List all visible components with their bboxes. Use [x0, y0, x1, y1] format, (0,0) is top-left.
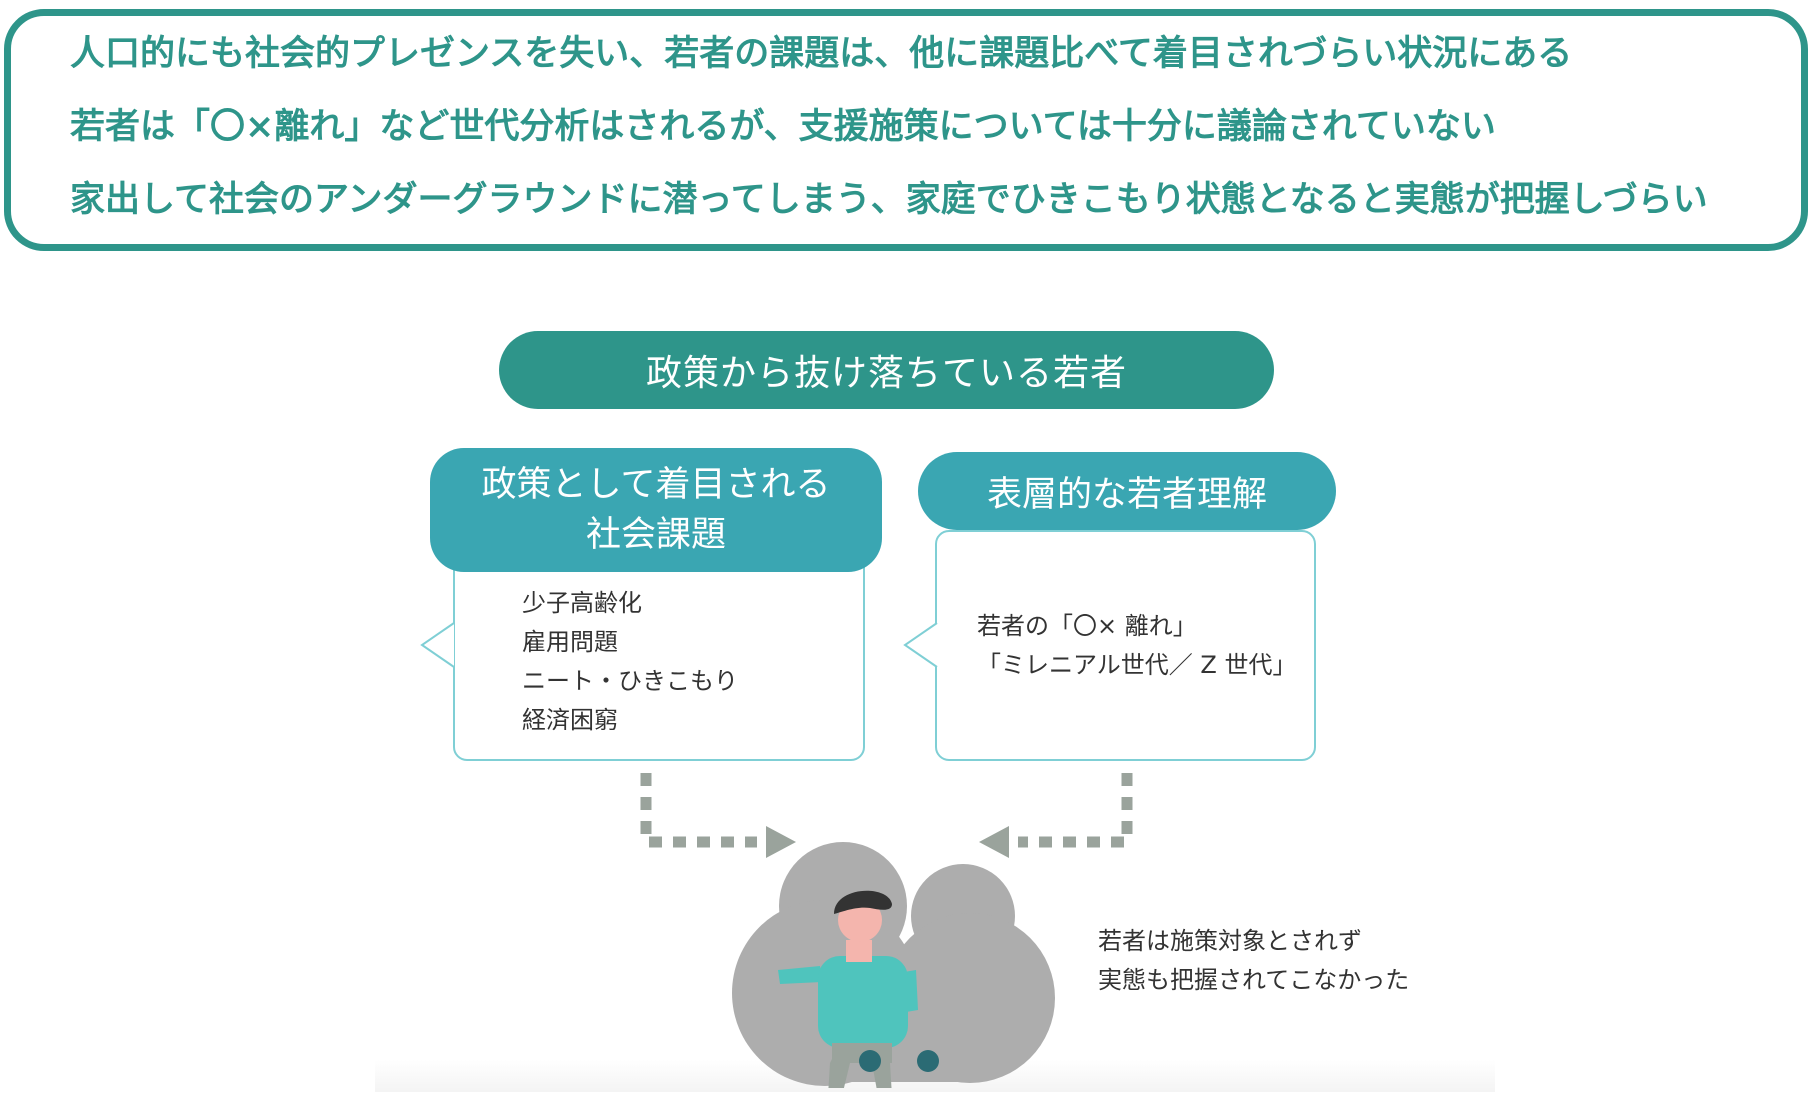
- right-card-list: 若者の「〇× 離れ」 「ミレニアル世代／ Z 世代」: [977, 607, 1296, 685]
- list-item: 「ミレニアル世代／ Z 世代」: [977, 651, 1297, 679]
- caption-line-1: 若者は施策対象とされず: [1098, 927, 1362, 955]
- right-card-pointer: [903, 622, 938, 668]
- right-card-header-text: 表層的な若者理解: [986, 474, 1267, 515]
- person-icon: [778, 890, 918, 1088]
- left-card-header-line-2: 社会課題: [585, 515, 726, 555]
- summary-line-3: 家出して社会のアンダーグラウンドに潜ってしまう、家庭でひきこもり状態となると実態…: [70, 180, 1708, 220]
- left-card-header: 政策として着目される 社会課題: [430, 448, 882, 572]
- summary-line-2: 若者は「〇×離れ」など世代分析はされるが、支援施策については十分に議論されていな…: [70, 107, 1496, 147]
- list-item: 少子高齢化: [522, 589, 642, 617]
- summary-box: [4, 9, 1808, 251]
- right-card-header: 表層的な若者理解: [918, 452, 1336, 530]
- left-card-list: 少子高齢化 雇用問題 ニート・ひきこもり 経済困窮: [522, 584, 738, 740]
- arrowhead-left-icon: [979, 826, 1009, 858]
- arrowhead-right-icon: [766, 826, 796, 858]
- shoes-icon: [859, 1050, 939, 1072]
- list-item: ニート・ひきこもり: [522, 667, 738, 695]
- list-item: 若者の「〇× 離れ」: [977, 612, 1197, 640]
- diagram-title: 政策から抜け落ちている若者: [499, 331, 1274, 409]
- left-card-header-line-1: 政策として着目される: [481, 465, 831, 505]
- list-item: 雇用問題: [522, 628, 618, 656]
- list-item: 経済困窮: [522, 706, 618, 734]
- caption-line-2: 実態も把握されてこなかった: [1098, 966, 1410, 994]
- person-on-cloud-illustration: [732, 842, 1055, 1088]
- diagram-title-text: 政策から抜け落ちている若者: [645, 353, 1127, 394]
- right-dotted-arrow: [979, 773, 1133, 858]
- left-card: [453, 540, 865, 761]
- left-dotted-arrow: [640, 773, 796, 858]
- summary-line-1: 人口的にも社会的プレゼンスを失い、若者の課題は、他に課題比べて着目されづらい状況…: [70, 34, 1573, 74]
- left-card-pointer: [420, 622, 455, 668]
- caption: 若者は施策対象とされず 実態も把握されてこなかった: [1098, 922, 1409, 1000]
- right-card: [935, 530, 1316, 761]
